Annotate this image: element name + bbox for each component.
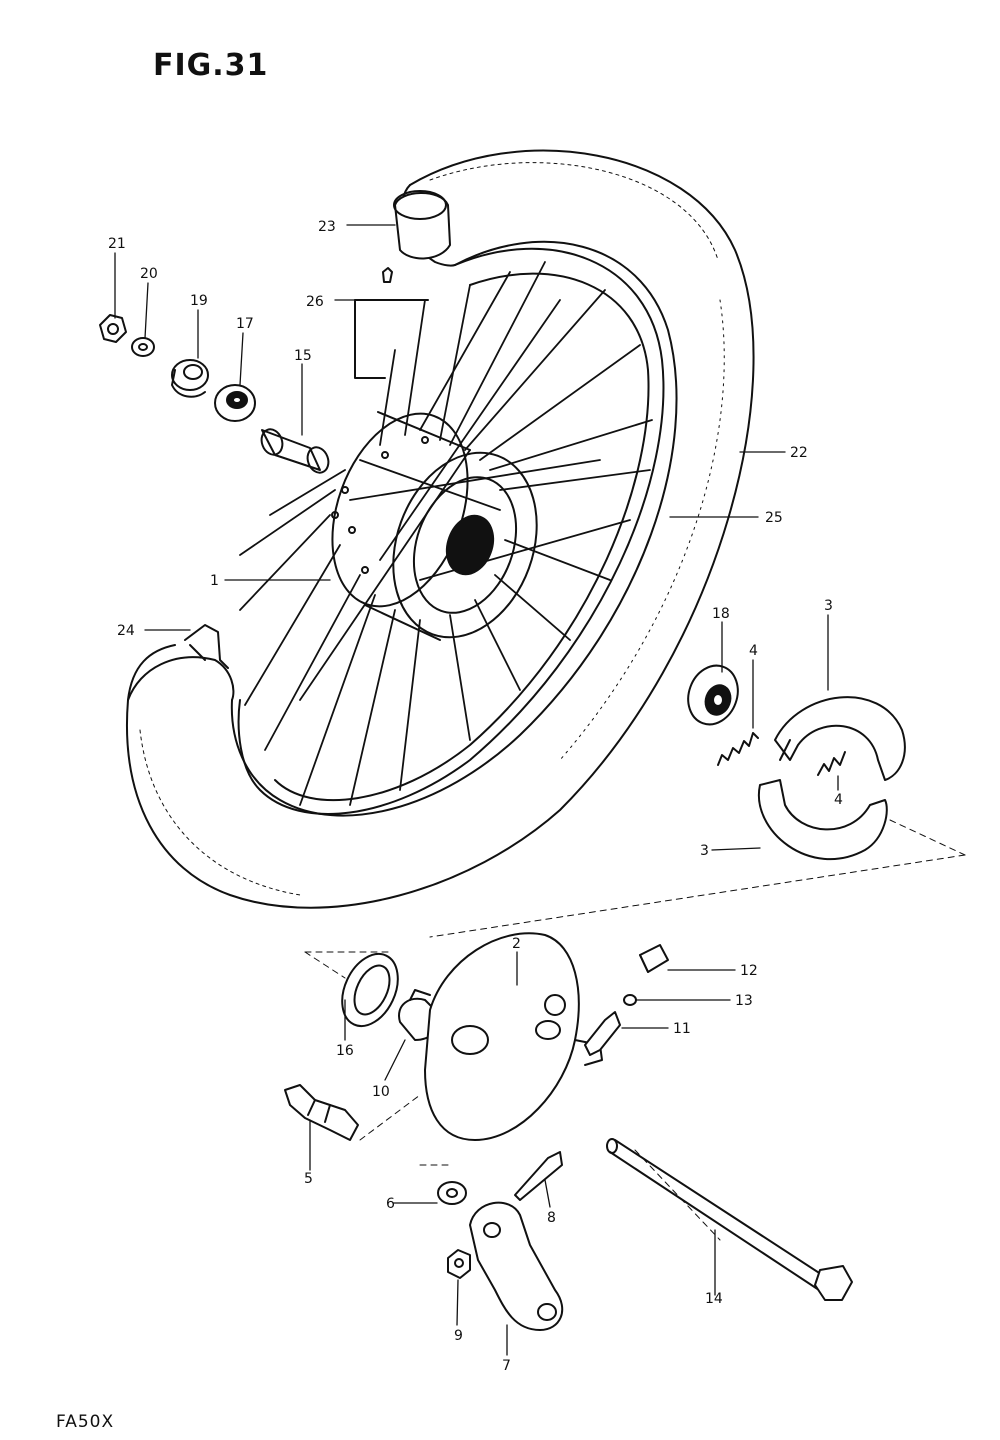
callout-1: 1 — [210, 573, 219, 589]
callout-2: 2 — [512, 936, 521, 952]
callout-17: 17 — [236, 316, 254, 332]
callout-10: 10 — [372, 1084, 390, 1100]
callout-26: 26 — [306, 294, 324, 310]
brake-panel — [424, 932, 603, 1141]
valve-cap — [393, 190, 451, 260]
callout-4-upper: 4 — [749, 643, 758, 659]
rim — [237, 247, 665, 815]
hub — [331, 411, 538, 641]
lever-nut — [447, 1249, 471, 1279]
callout-8: 8 — [547, 1210, 556, 1226]
brake-shoe-lower — [757, 779, 888, 861]
callout-21: 21 — [108, 236, 126, 252]
lever-bolt — [514, 1151, 563, 1201]
callout-18: 18 — [712, 606, 730, 622]
lever-washer — [437, 1181, 467, 1205]
spoke-nipple — [354, 267, 429, 379]
callout-19: 19 — [190, 293, 208, 309]
callout-13: 13 — [735, 993, 753, 1009]
leader-lines — [114, 224, 839, 1356]
spacer-collar — [171, 359, 209, 398]
rim-lock — [184, 624, 229, 669]
cam-bolt — [584, 1011, 621, 1056]
adjuster-bolt — [639, 944, 669, 973]
model-code: FA50X — [56, 1412, 115, 1432]
assembly-guide-lines — [304, 819, 966, 1241]
brake-cam-lever — [469, 1201, 564, 1331]
callout-3-lower: 3 — [700, 843, 709, 859]
callout-15: 15 — [294, 348, 312, 364]
figure-title: FIG.31 — [153, 48, 269, 83]
brake-spring-shoe — [817, 751, 846, 776]
adjuster-washer — [623, 994, 637, 1006]
axle-shaft — [606, 1138, 853, 1301]
callout-12: 12 — [740, 963, 758, 979]
tire — [126, 149, 755, 909]
callout-6: 6 — [386, 1196, 395, 1212]
callout-11: 11 — [673, 1021, 691, 1037]
callout-25: 25 — [765, 510, 783, 526]
callout-5: 5 — [304, 1171, 313, 1187]
axle-sleeve — [260, 428, 330, 474]
bearing-right — [687, 664, 739, 726]
axle-nut — [99, 314, 127, 343]
callout-16: 16 — [336, 1043, 354, 1059]
brake-shoe-upper — [774, 696, 906, 781]
callout-9: 9 — [454, 1328, 463, 1344]
bearing-left — [214, 384, 256, 422]
callout-20: 20 — [140, 266, 158, 282]
brake-spring-top — [717, 732, 759, 766]
callouts: 21 20 19 17 15 23 26 1 24 22 25 18 3 4 4… — [108, 219, 843, 1374]
callout-4-lower: 4 — [834, 792, 843, 808]
callout-22: 22 — [790, 445, 808, 461]
callout-14: 14 — [705, 1291, 723, 1307]
callout-3-upper: 3 — [824, 598, 833, 614]
callout-7: 7 — [502, 1358, 511, 1374]
callout-23: 23 — [318, 219, 336, 235]
callout-24: 24 — [117, 623, 135, 639]
speedometer-cable-fitting — [284, 1084, 359, 1141]
washer — [131, 337, 155, 357]
spokes — [239, 261, 653, 806]
oil-seal — [341, 952, 399, 1028]
